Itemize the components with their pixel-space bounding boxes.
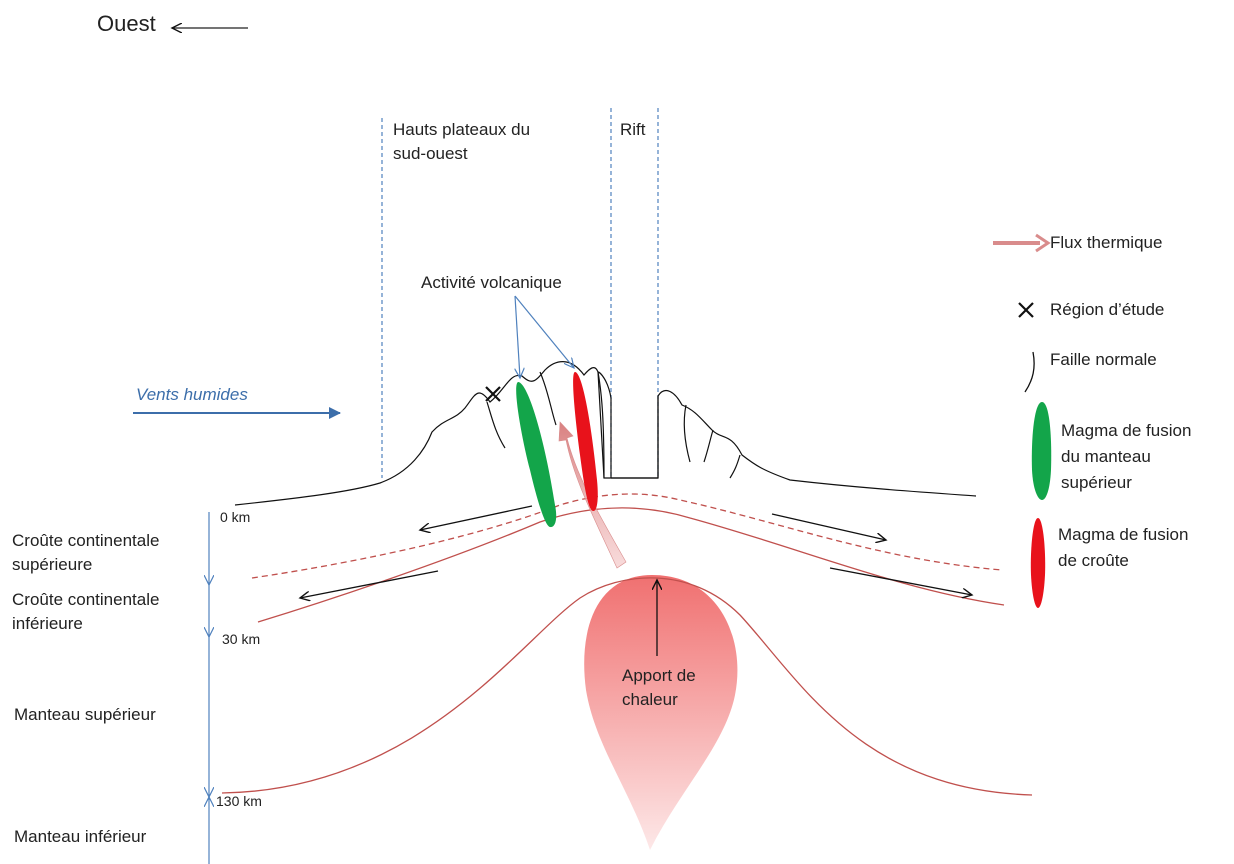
normal-fault-legend-icon — [1024, 351, 1035, 393]
legend-symbols — [993, 233, 1052, 608]
crust-magma-dike — [573, 372, 598, 512]
study-region-legend-icon — [1018, 302, 1034, 318]
lower-mantle-label: Manteau inférieur — [14, 827, 147, 846]
study-region-marker — [485, 386, 501, 402]
legend-mantle-magma-label: Magma de fusion du manteau supérieur — [1061, 421, 1192, 492]
depth-130-label: 130 km — [216, 793, 262, 809]
thermal-flux-arrow — [558, 421, 627, 569]
thermal-flux-legend-arrowhead — [1035, 233, 1051, 253]
lower-crust-label: Croûte continentale inférieure — [12, 590, 160, 633]
humid-winds-label: Vents humides — [136, 385, 248, 404]
lithosphere-base-line — [221, 577, 1033, 796]
legend-crust-magma-label: Magma de fusion de croûte — [1058, 525, 1189, 570]
heat-source-label: Apport de chaleur — [622, 666, 696, 709]
west-orientation-label: Ouest — [97, 11, 156, 36]
crust-boundary-line — [251, 493, 1003, 579]
legend-study-region-label: Région d’étude — [1050, 300, 1165, 319]
legend-thermal-flux-label: Flux thermique — [1050, 233, 1163, 252]
mantle-magma-legend-icon — [1031, 402, 1052, 500]
legend-normal-fault-label: Faille normale — [1050, 350, 1157, 369]
mantle-magma-dike — [516, 382, 557, 528]
topography-surface — [234, 361, 977, 506]
depth-30-label: 30 km — [222, 631, 261, 647]
upper-mantle-label: Manteau supérieur — [14, 705, 156, 724]
normal-faults — [486, 371, 741, 479]
crust-magma-legend-icon — [1030, 518, 1046, 608]
volcanic-activity-label: Activité volcanique — [421, 273, 562, 292]
rift-zone-label: Rift — [620, 120, 646, 139]
rift-walls — [597, 371, 659, 479]
depth-0-label: 0 km — [220, 509, 251, 525]
heat-plume — [584, 575, 738, 850]
highlands-zone-label: Hauts plateaux du sud-ouest — [393, 120, 531, 163]
volcanic-pointer-lines — [515, 295, 574, 378]
upper-crust-label: Croûte continentale supérieure — [12, 531, 160, 574]
extension-arrows — [300, 505, 972, 656]
